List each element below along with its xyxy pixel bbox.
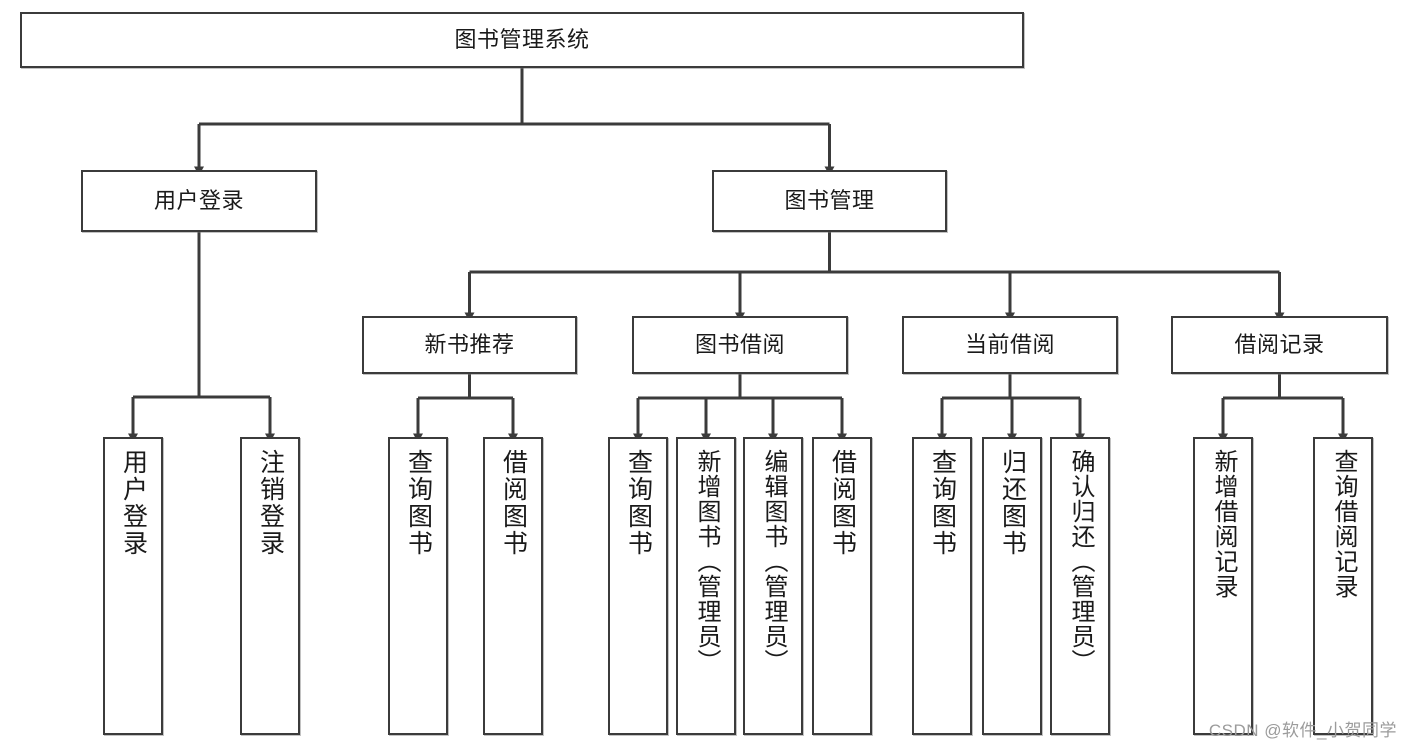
- node-label: 用户登录: [153, 187, 244, 213]
- node-label: 借阅图书: [828, 449, 857, 557]
- node-leaf-return-book[interactable]: 归还图书: [982, 437, 1042, 735]
- node-leaf-borrow-book[interactable]: 借阅图书: [812, 437, 872, 735]
- node-book-management-system[interactable]: 图书管理系统: [20, 12, 1024, 68]
- node-label: 编辑图书（管理员）: [760, 449, 787, 674]
- node-label: 图书管理系统: [454, 26, 590, 52]
- node-label: 注销登录: [256, 449, 285, 557]
- node-user-login[interactable]: 用户登录: [81, 170, 317, 232]
- node-book-management[interactable]: 图书管理: [712, 170, 947, 232]
- node-leaf-add-borrow-record[interactable]: 新增借阅记录: [1193, 437, 1253, 735]
- node-leaf-borrow-book-recommend[interactable]: 借阅图书: [483, 437, 543, 735]
- node-borrow-record[interactable]: 借阅记录: [1171, 316, 1388, 374]
- node-leaf-query-book-recommend[interactable]: 查询图书: [388, 437, 448, 735]
- node-label: 当前借阅: [964, 331, 1055, 357]
- node-label: 借阅图书: [499, 449, 528, 557]
- node-new-book-recommend[interactable]: 新书推荐: [362, 316, 577, 374]
- node-label: 查询借阅记录: [1330, 449, 1357, 599]
- node-label: 用户登录: [119, 449, 148, 557]
- node-label: 查询图书: [928, 449, 957, 557]
- node-label: 图书管理: [784, 187, 875, 213]
- node-label: 借阅记录: [1234, 331, 1325, 357]
- node-label: 归还图书: [998, 449, 1027, 557]
- node-leaf-user-logout[interactable]: 注销登录: [240, 437, 300, 735]
- csdn-watermark: CSDN @软件_小贺同学: [1208, 721, 1397, 740]
- node-current-borrow[interactable]: 当前借阅: [902, 316, 1118, 374]
- node-leaf-query-book-borrow[interactable]: 查询图书: [608, 437, 668, 735]
- node-leaf-query-book-current[interactable]: 查询图书: [912, 437, 972, 735]
- node-label: 新增借阅记录: [1210, 449, 1237, 599]
- node-label: 新增图书（管理员）: [693, 449, 720, 674]
- node-leaf-query-borrow-record[interactable]: 查询借阅记录: [1313, 437, 1373, 735]
- node-leaf-confirm-return[interactable]: 确认归还（管理员）: [1050, 437, 1110, 735]
- node-label: 图书借阅: [694, 331, 785, 357]
- node-label: 查询图书: [624, 449, 653, 557]
- node-leaf-add-book[interactable]: 新增图书（管理员）: [676, 437, 736, 735]
- node-label: 确认归还（管理员）: [1067, 449, 1094, 674]
- node-label: 查询图书: [404, 449, 433, 557]
- node-leaf-user-login[interactable]: 用户登录: [103, 437, 163, 735]
- node-book-borrow[interactable]: 图书借阅: [632, 316, 848, 374]
- node-label: 新书推荐: [424, 331, 515, 357]
- node-leaf-edit-book[interactable]: 编辑图书（管理员）: [743, 437, 803, 735]
